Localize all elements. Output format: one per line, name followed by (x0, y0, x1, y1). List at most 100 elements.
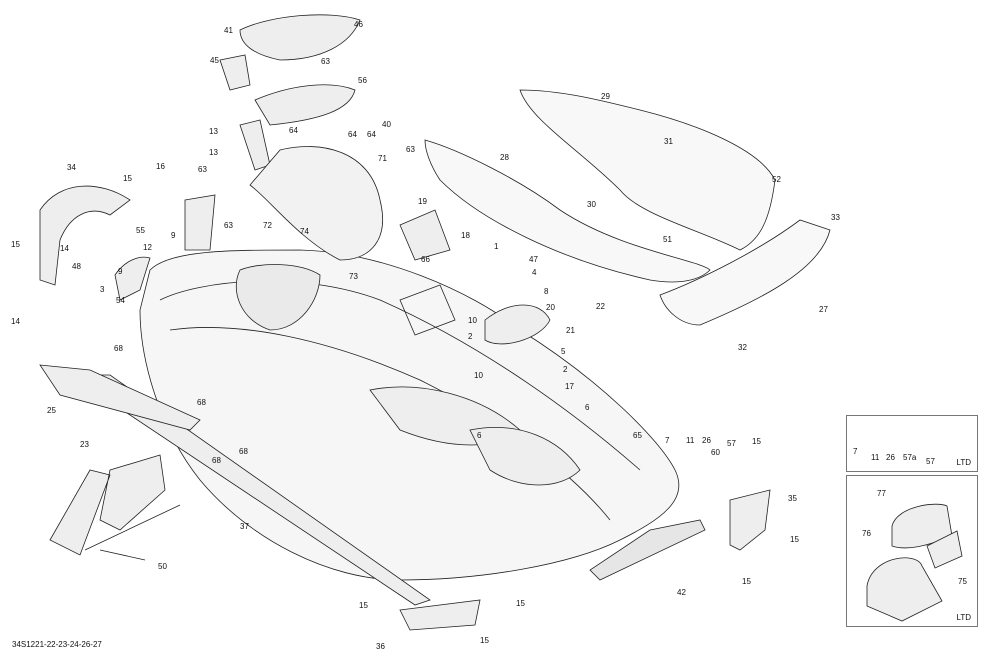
callout-64[interactable]: 64 (367, 130, 376, 139)
callout-36[interactable]: 36 (376, 642, 385, 651)
callout-63[interactable]: 63 (198, 165, 207, 174)
callout-35[interactable]: 35 (788, 494, 797, 503)
part-66 (399, 284, 456, 336)
callout-27[interactable]: 27 (819, 305, 828, 314)
callout-12[interactable]: 12 (143, 243, 152, 252)
callout-74[interactable]: 74 (300, 227, 309, 236)
callout-7[interactable]: 7 (665, 436, 670, 445)
callout-10[interactable]: 10 (468, 316, 477, 325)
callout-17[interactable]: 17 (565, 382, 574, 391)
callout-5[interactable]: 5 (561, 347, 566, 356)
callout-20[interactable]: 20 (546, 303, 555, 312)
callout-68[interactable]: 68 (239, 447, 248, 456)
callout-13[interactable]: 13 (209, 127, 218, 136)
callout-31[interactable]: 31 (664, 137, 673, 146)
callout-51[interactable]: 51 (663, 235, 672, 244)
ltd-tag: LTD (956, 458, 971, 467)
callout-3[interactable]: 3 (100, 285, 105, 294)
callout-47[interactable]: 47 (529, 255, 538, 264)
callout-37[interactable]: 37 (240, 522, 249, 531)
part-13 (239, 119, 271, 171)
callout-63[interactable]: 63 (406, 145, 415, 154)
callout-63[interactable]: 63 (224, 221, 233, 230)
callout-15[interactable]: 15 (752, 437, 761, 446)
ltd-box-fasteners: LTD (846, 415, 978, 472)
callout-60[interactable]: 60 (711, 448, 720, 457)
callout-15[interactable]: 15 (359, 601, 368, 610)
ltd-callout-26[interactable]: 26 (886, 453, 895, 462)
callout-15[interactable]: 15 (742, 577, 751, 586)
callout-54[interactable]: 54 (116, 296, 125, 305)
callout-72[interactable]: 72 (263, 221, 272, 230)
callout-10[interactable]: 10 (474, 371, 483, 380)
callout-30[interactable]: 30 (587, 200, 596, 209)
ltd-callout-11[interactable]: 11 (871, 453, 880, 462)
part-35 (729, 489, 771, 551)
callout-33[interactable]: 33 (831, 213, 840, 222)
ltd-callout-75[interactable]: 75 (958, 577, 967, 586)
callout-41[interactable]: 41 (224, 26, 233, 35)
ltd-callout-57a[interactable]: 57a (903, 453, 917, 462)
callout-34[interactable]: 34 (67, 163, 76, 172)
callout-46[interactable]: 46 (354, 20, 363, 29)
callout-8[interactable]: 8 (544, 287, 549, 296)
ltd-callout-7[interactable]: 7 (853, 447, 858, 456)
callout-9[interactable]: 9 (118, 267, 123, 276)
callout-55[interactable]: 55 (136, 226, 145, 235)
rub-rail-42 (589, 519, 706, 581)
callout-23[interactable]: 23 (80, 440, 89, 449)
seat-28-30 (424, 139, 711, 283)
callout-52[interactable]: 52 (772, 175, 781, 184)
callout-25[interactable]: 25 (47, 406, 56, 415)
callout-50[interactable]: 50 (158, 562, 167, 571)
callout-68[interactable]: 68 (197, 398, 206, 407)
callout-15[interactable]: 15 (123, 174, 132, 183)
callout-15[interactable]: 15 (516, 599, 525, 608)
callout-28[interactable]: 28 (500, 153, 509, 162)
callout-29[interactable]: 29 (601, 92, 610, 101)
callout-6[interactable]: 6 (477, 431, 482, 440)
callout-4[interactable]: 4 (532, 268, 537, 277)
callout-64[interactable]: 64 (348, 130, 357, 139)
callout-19[interactable]: 19 (418, 197, 427, 206)
ltd-callout-77[interactable]: 77 (877, 489, 886, 498)
callout-63[interactable]: 63 (321, 57, 330, 66)
callout-15[interactable]: 15 (480, 636, 489, 645)
callout-16[interactable]: 16 (156, 162, 165, 171)
callout-71[interactable]: 71 (378, 154, 387, 163)
seat-29-31 (519, 89, 776, 251)
callout-26[interactable]: 26 (702, 436, 711, 445)
callout-56[interactable]: 56 (358, 76, 367, 85)
callout-64[interactable]: 64 (289, 126, 298, 135)
callout-6[interactable]: 6 (585, 403, 590, 412)
callout-9[interactable]: 9 (171, 231, 176, 240)
callout-66[interactable]: 66 (421, 255, 430, 264)
callout-22[interactable]: 22 (596, 302, 605, 311)
callout-2[interactable]: 2 (563, 365, 568, 374)
callout-57[interactable]: 57 (727, 439, 736, 448)
callout-65[interactable]: 65 (633, 431, 642, 440)
callout-68[interactable]: 68 (114, 344, 123, 353)
callout-73[interactable]: 73 (349, 272, 358, 281)
ltd-callout-76[interactable]: 76 (862, 529, 871, 538)
callout-48[interactable]: 48 (72, 262, 81, 271)
callout-32[interactable]: 32 (738, 343, 747, 352)
callout-42[interactable]: 42 (677, 588, 686, 597)
callout-13[interactable]: 13 (209, 148, 218, 157)
callout-14[interactable]: 14 (60, 244, 69, 253)
callout-40[interactable]: 40 (382, 120, 391, 129)
callout-11[interactable]: 11 (686, 436, 695, 445)
callout-14[interactable]: 14 (11, 317, 20, 326)
callout-15[interactable]: 15 (790, 535, 799, 544)
callout-15[interactable]: 15 (11, 240, 20, 249)
part-16 (184, 194, 216, 251)
callout-45[interactable]: 45 (210, 56, 219, 65)
callout-18[interactable]: 18 (461, 231, 470, 240)
callout-1[interactable]: 1 (494, 242, 499, 251)
cover-kit-drawing (866, 503, 963, 622)
ltd-callout-57[interactable]: 57 (926, 457, 935, 466)
callout-21[interactable]: 21 (566, 326, 575, 335)
callout-2[interactable]: 2 (468, 332, 473, 341)
callout-68[interactable]: 68 (212, 456, 221, 465)
